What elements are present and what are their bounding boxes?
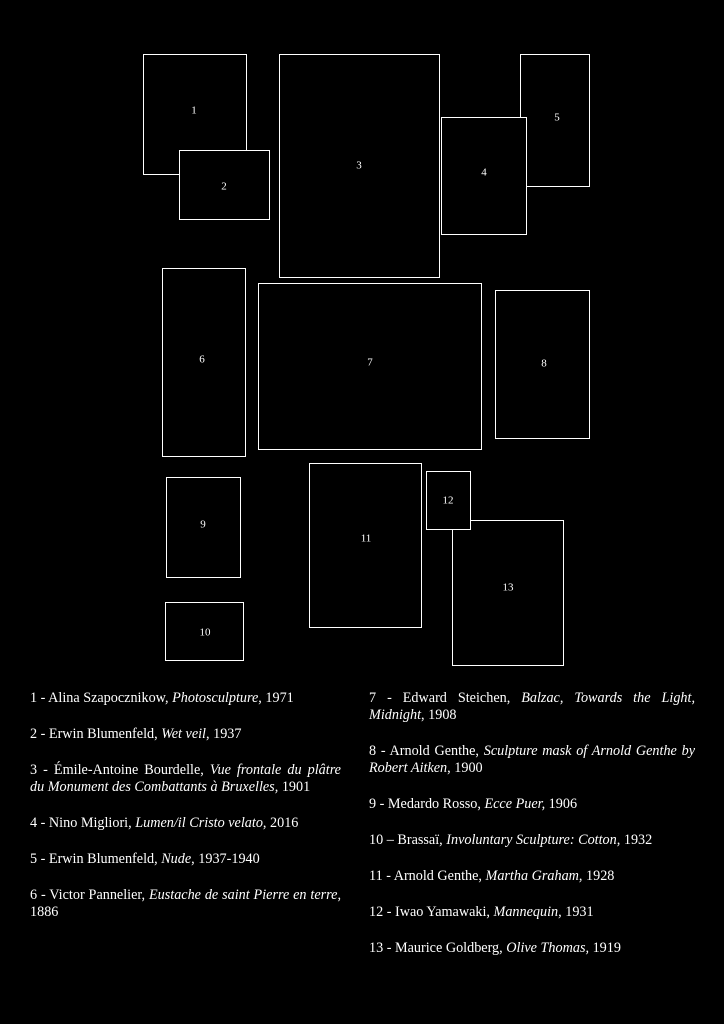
caption-5-suffix: , 1937-1940 (191, 851, 260, 867)
caption-7-prefix: 7 - Edward Steichen, (369, 690, 522, 706)
caption-6: 6 - Victor Pannelier, Eustache de saint … (30, 887, 341, 921)
caption-10-suffix: 1932 (620, 832, 653, 848)
caption-5-title: Nude (161, 851, 192, 867)
frame-number-11: 11 (360, 532, 372, 545)
caption-4: 4 - Nino Migliori, Lumen/il Cristo velat… (30, 815, 341, 832)
frame-8 (495, 290, 590, 439)
frame-4 (441, 117, 527, 235)
caption-13-suffix: 1919 (589, 940, 621, 956)
frame-number-4: 4 (481, 166, 487, 179)
caption-5-prefix: 5 - Erwin Blumenfeld, (30, 851, 162, 867)
caption-8-suffix: , 1900 (447, 760, 483, 776)
frame-number-10: 10 (199, 626, 211, 639)
caption-4-title: Lumen/il Cristo velato (135, 815, 263, 831)
captions-right-column: 7 - Edward Steichen, Balzac, Towards the… (369, 690, 695, 957)
caption-10-prefix: 10 – Brassaï, (369, 832, 447, 848)
caption-8-title: Sculpture mask of Arnold Genthe by Rober… (369, 743, 695, 776)
caption-12: 12 - Iwao Yamawaki, Mannequin, 1931 (369, 904, 695, 921)
caption-11-title: Martha Graham, (485, 868, 583, 884)
caption-7-suffix: , 1908 (421, 707, 457, 723)
frame-number-9: 9 (200, 518, 206, 531)
caption-2-prefix: 2 - Erwin Blumenfeld, (30, 726, 162, 742)
caption-2-title: Wet veil (161, 726, 206, 742)
caption-13-title: Olive Thomas, (506, 940, 590, 956)
caption-11-suffix: 1928 (582, 868, 615, 884)
caption-3: 3 - Émile-Antoine Bourdelle, Vue frontal… (30, 762, 341, 796)
caption-4-suffix: , 2016 (262, 815, 299, 831)
caption-10: 10 – Brassaï, Involuntary Sculpture: Cot… (369, 832, 695, 849)
caption-1: 1 - Alina Szapocznikow, Photosculpture, … (30, 690, 341, 707)
caption-1-title: Photosculpture (172, 690, 259, 706)
caption-9-prefix: 9 - Medardo Rosso, (369, 796, 485, 812)
caption-13-prefix: 13 - Maurice Goldberg, (369, 940, 507, 956)
caption-7-title: Balzac, Towards the Light, Midnight (369, 690, 695, 723)
caption-3-title: Vue frontale du plâtre du Monument des C… (30, 762, 341, 795)
frame-2 (179, 150, 270, 220)
frame-number-1: 1 (191, 104, 197, 117)
caption-8-prefix: 8 - Arnold Genthe, (369, 743, 484, 759)
frame-11 (309, 463, 422, 628)
frame-3 (279, 54, 440, 278)
frame-number-6: 6 (199, 353, 205, 366)
caption-10-title: Involuntary Sculpture: Cotton, (446, 832, 621, 848)
caption-11: 11 - Arnold Genthe, Martha Graham, 1928 (369, 868, 695, 885)
caption-9: 9 - Medardo Rosso, Ecce Puer, 1906 (369, 796, 695, 813)
caption-6-title: Eustache de saint Pierre en terre, (148, 887, 341, 903)
caption-6-suffix: 1886 (30, 904, 59, 920)
frame-number-3: 3 (356, 159, 362, 172)
frame-12 (426, 471, 471, 530)
caption-9-title: Ecce Puer, (484, 796, 546, 812)
caption-2: 2 - Erwin Blumenfeld, Wet veil, 1937 (30, 726, 341, 743)
frame-number-5: 5 (554, 111, 560, 124)
frame-number-7: 7 (367, 356, 373, 369)
frame-6 (162, 268, 246, 457)
caption-12-title: Mannequin, (493, 904, 562, 920)
caption-2-suffix: , 1937 (206, 726, 242, 742)
captions-left-column: 1 - Alina Szapocznikow, Photosculpture, … (30, 690, 341, 921)
frame-number-12: 12 (442, 494, 454, 507)
caption-1-suffix: , 1971 (258, 690, 294, 706)
frame-10 (165, 602, 244, 661)
frame-number-8: 8 (541, 357, 547, 370)
caption-13: 13 - Maurice Goldberg, Olive Thomas, 191… (369, 940, 695, 957)
caption-12-prefix: 12 - Iwao Yamawaki, (369, 904, 494, 920)
caption-6-prefix: 6 - Victor Pannelier, (30, 887, 149, 903)
caption-12-suffix: 1931 (561, 904, 594, 920)
frame-5 (520, 54, 590, 187)
frame-9 (166, 477, 241, 578)
caption-3-prefix: 3 - Émile-Antoine Bourdelle, (30, 762, 210, 778)
frame-number-13: 13 (502, 581, 514, 594)
caption-5: 5 - Erwin Blumenfeld, Nude, 1937-1940 (30, 851, 341, 868)
frame-7 (258, 283, 482, 450)
frame-number-2: 2 (221, 180, 227, 193)
caption-11-prefix: 11 - Arnold Genthe, (369, 868, 486, 884)
frame-13 (452, 520, 564, 666)
caption-8: 8 - Arnold Genthe, Sculpture mask of Arn… (369, 743, 695, 777)
caption-1-prefix: 1 - Alina Szapocznikow, (30, 690, 173, 706)
caption-4-prefix: 4 - Nino Migliori, (30, 815, 136, 831)
caption-9-suffix: 1906 (545, 796, 578, 812)
caption-7: 7 - Edward Steichen, Balzac, Towards the… (369, 690, 695, 724)
caption-3-suffix: 1901 (278, 779, 311, 795)
